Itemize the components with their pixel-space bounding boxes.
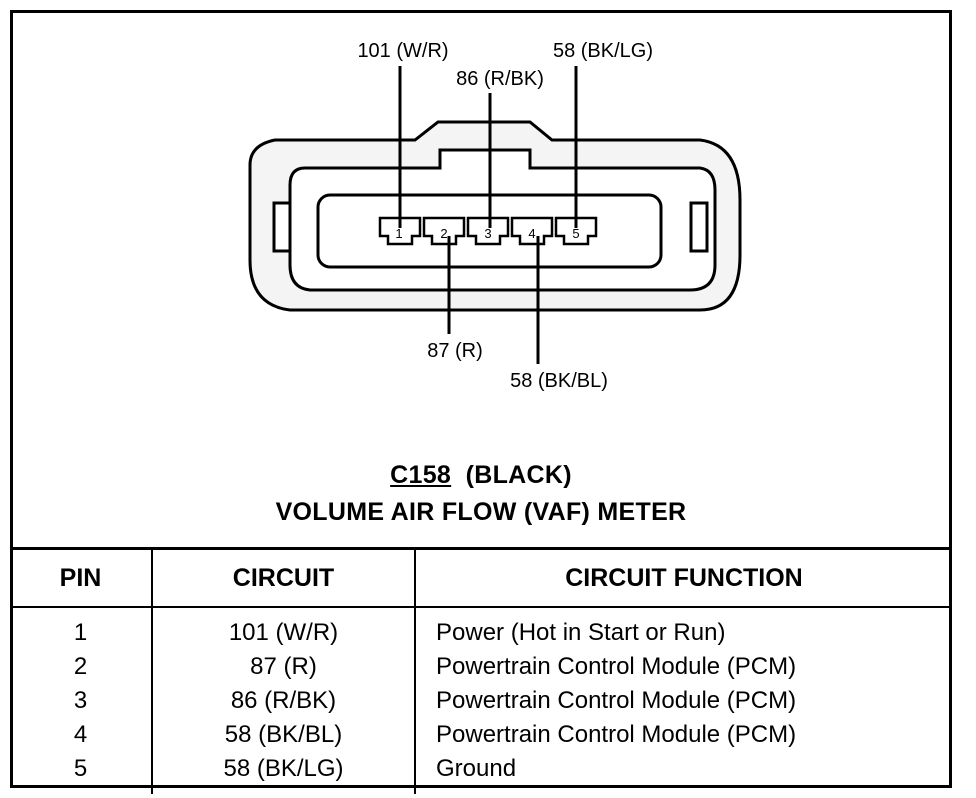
label-pin3-circuit: 86 (R/BK) <box>456 68 544 90</box>
cell-pin: 4 <box>73 721 88 748</box>
cell-function: Powertrain Control Module (PCM) <box>414 684 952 718</box>
cell-circuit: 87 (R) <box>151 650 415 684</box>
cell-function: Powertrain Control Module (PCM) <box>414 718 952 752</box>
cell-circuit: 58 (BK/BL) <box>151 718 415 752</box>
label-pin4-circuit: 58 (BK/BL) <box>510 370 608 392</box>
cell-function: Powertrain Control Module (PCM) <box>414 650 952 684</box>
table-row: 2 87 (R) Powertrain Control Module (PCM) <box>10 650 952 684</box>
left-latch <box>272 201 292 253</box>
pin-number-1: 1 <box>395 226 402 241</box>
label-pin5-circuit: 58 (BK/LG) <box>553 40 653 62</box>
connector-id: C158 <box>390 461 452 489</box>
pin-number-2: 2 <box>440 226 447 241</box>
cell-circuit: 58 (BK/LG) <box>151 752 415 794</box>
terminal-1: 1 <box>378 216 422 246</box>
cell-circuit: 86 (R/BK) <box>151 684 415 718</box>
label-pin1-circuit: 101 (W/R) <box>357 40 448 62</box>
cell-circuit: 101 (W/R) <box>151 607 415 650</box>
cell-pin: 3 <box>73 687 88 714</box>
pin-number-3: 3 <box>484 226 491 241</box>
cell-pin: 2 <box>73 653 88 680</box>
connector-color: (BLACK) <box>465 461 572 489</box>
terminal-4: 4 <box>510 216 554 246</box>
cell-function: Ground <box>414 752 952 794</box>
table-row: 1 101 (W/R) Power (Hot in Start or Run) <box>10 607 952 650</box>
cell-function: Power (Hot in Start or Run) <box>414 607 952 650</box>
table-row: 3 86 (R/BK) Powertrain Control Module (P… <box>10 684 952 718</box>
component-title: VOLUME AIR FLOW (VAF) METER <box>275 498 687 526</box>
cell-pin: 1 <box>73 619 88 646</box>
right-latch <box>689 201 709 253</box>
pin-number-4: 4 <box>528 226 535 241</box>
terminal-2: 2 <box>422 216 466 246</box>
connector-diagram: 1 2 3 4 5 101 (W/R) 86 (R/BK) 58 (BK/LG)… <box>248 40 742 392</box>
label-pin2-circuit: 87 (R) <box>427 340 483 362</box>
header-circuit: CIRCUIT <box>151 547 415 608</box>
pin-number-5: 5 <box>572 226 579 241</box>
header-pin: PIN <box>10 547 152 608</box>
header-circuit-function: CIRCUIT FUNCTION <box>414 547 952 608</box>
table-row: 4 58 (BK/BL) Powertrain Control Module (… <box>10 718 952 752</box>
cell-pin: 5 <box>73 755 88 782</box>
pin-table: PIN CIRCUIT CIRCUIT FUNCTION 1 101 (W/R)… <box>10 547 952 794</box>
terminal-3: 3 <box>466 216 510 246</box>
terminal-5: 5 <box>554 216 598 246</box>
table-header-row: PIN CIRCUIT CIRCUIT FUNCTION <box>10 547 952 608</box>
connector-title: C158 (BLACK) <box>10 461 952 490</box>
table-row: 5 58 (BK/LG) Ground <box>10 752 952 794</box>
